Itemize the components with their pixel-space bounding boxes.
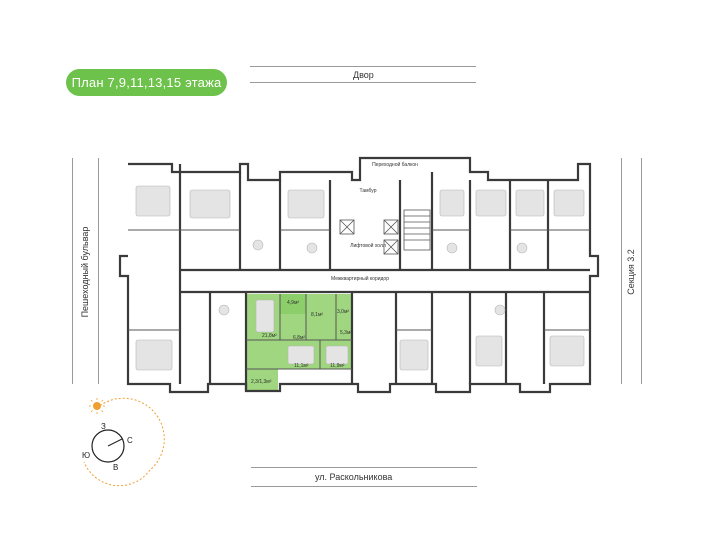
compass-west: З [101, 422, 106, 431]
bed-10 [549, 335, 585, 367]
sofa-living [255, 299, 275, 333]
compass-needle [107, 438, 123, 447]
bed-2 [189, 189, 231, 219]
bed-1 [135, 185, 171, 217]
area-bedroom-2: 11,9м² [330, 363, 345, 369]
apartment-area-labels: 21,8м² 4,9м² 8,1м² 3,0м² 5,3м² 6,8м² 11,… [251, 300, 352, 385]
common-labels: Переходной балкон Тамбур Лифтовой холл М… [331, 161, 418, 282]
toilet-1 [252, 239, 264, 251]
area-bedroom-1: 11,1м² [294, 363, 309, 369]
toilet-3 [446, 242, 458, 254]
bed-8 [399, 339, 429, 371]
label-lift-hall: Лифтовой холл [350, 242, 386, 249]
bottom-ruler-line-1 [251, 467, 477, 468]
floor-title: План 7,9,11,13,15 этажа [71, 75, 222, 90]
right-ruler-line-2 [641, 158, 642, 384]
left-ruler-line-1 [72, 158, 73, 384]
compass-circle [91, 429, 125, 463]
area-living: 21,8м² [262, 333, 277, 339]
compass-south: Ю [82, 451, 90, 460]
sun-icon [89, 398, 105, 414]
bed-5 [475, 189, 507, 217]
furniture [135, 185, 585, 371]
bed-4 [439, 189, 465, 217]
bed-6 [515, 189, 545, 217]
area-kitchen: 4,9м² [287, 300, 299, 306]
lift-3 [383, 239, 399, 255]
bed-9 [475, 335, 503, 367]
label-street: ул. Раскольникова [315, 472, 393, 482]
interior-walls [128, 229, 590, 370]
area-bath: 3,0м² [337, 309, 349, 315]
compass: З С Ю В [82, 397, 165, 487]
sofa-1 [135, 339, 173, 371]
floor-title-badge: План 7,9,11,13,15 этажа [66, 69, 227, 96]
bed-7 [553, 189, 585, 217]
bed-bedroom-2 [325, 345, 349, 365]
left-ruler-line-2 [98, 158, 99, 384]
top-ruler-line-1 [250, 66, 476, 67]
compass-east: В [113, 463, 118, 472]
sun-path [96, 397, 165, 471]
top-ruler-line-2 [250, 82, 476, 83]
bed-3 [287, 189, 325, 219]
sun-path-bottom [83, 461, 151, 487]
toilet-5 [218, 304, 230, 316]
compass-north: С [127, 436, 133, 445]
toilet-2 [306, 242, 318, 254]
bed-bedroom-1 [287, 345, 315, 365]
toilet-4 [516, 242, 528, 254]
right-ruler-line-1 [621, 158, 622, 384]
lift-1 [339, 219, 355, 235]
label-balcony: Переходной балкон [372, 161, 418, 168]
area-corridor: 6,8м² [293, 335, 305, 341]
toilet-6 [494, 304, 506, 316]
stairwell [339, 209, 431, 255]
label-yard: Двор [353, 70, 374, 80]
area-wc: 5,3м² [340, 330, 352, 336]
label-corridor: Межквартирный коридор [331, 275, 389, 282]
label-vestibule: Тамбур [360, 188, 377, 194]
area-balcony: 2,3/1,3м² [251, 379, 272, 385]
bottom-ruler-line-2 [251, 486, 477, 487]
lift-2 [383, 219, 399, 235]
area-hall: 8,1м² [311, 312, 323, 318]
apartment-kitchen-area [280, 294, 306, 314]
stairs [403, 209, 431, 251]
apartment-balcony-area [246, 369, 278, 391]
building-walls [118, 156, 600, 394]
